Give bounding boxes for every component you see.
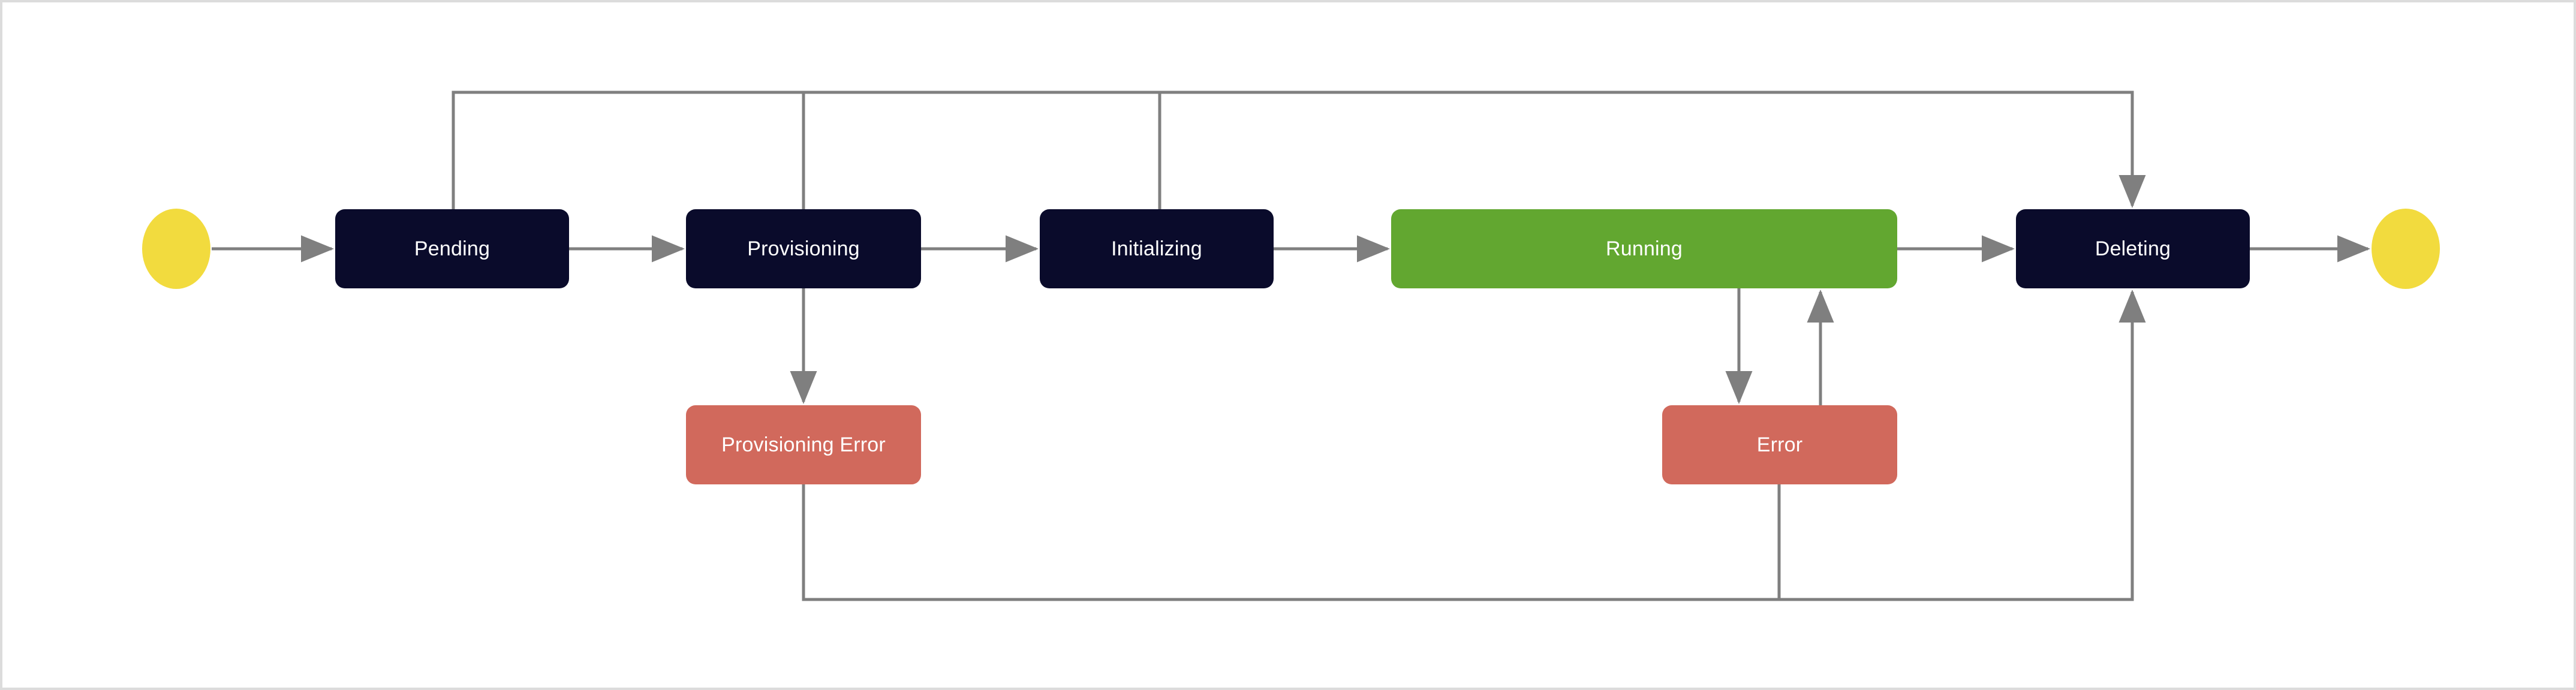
- node-deleting-shape[interactable]: [2016, 209, 2250, 288]
- node-running-shape[interactable]: [1391, 209, 1897, 288]
- node-error-shape[interactable]: [1662, 405, 1897, 484]
- node-start-circle[interactable]: [142, 209, 210, 289]
- node-provisioning-shape[interactable]: [686, 209, 921, 288]
- node-initializing-shape[interactable]: [1040, 209, 1274, 288]
- node-pending-shape[interactable]: [335, 209, 569, 288]
- node-end-circle[interactable]: [2372, 209, 2440, 289]
- edge-pending-to-deleting: [452, 91, 2146, 209]
- edge-provisioning-error-to-deleting: [802, 289, 2146, 601]
- node-provisioning-error-shape[interactable]: [686, 405, 921, 484]
